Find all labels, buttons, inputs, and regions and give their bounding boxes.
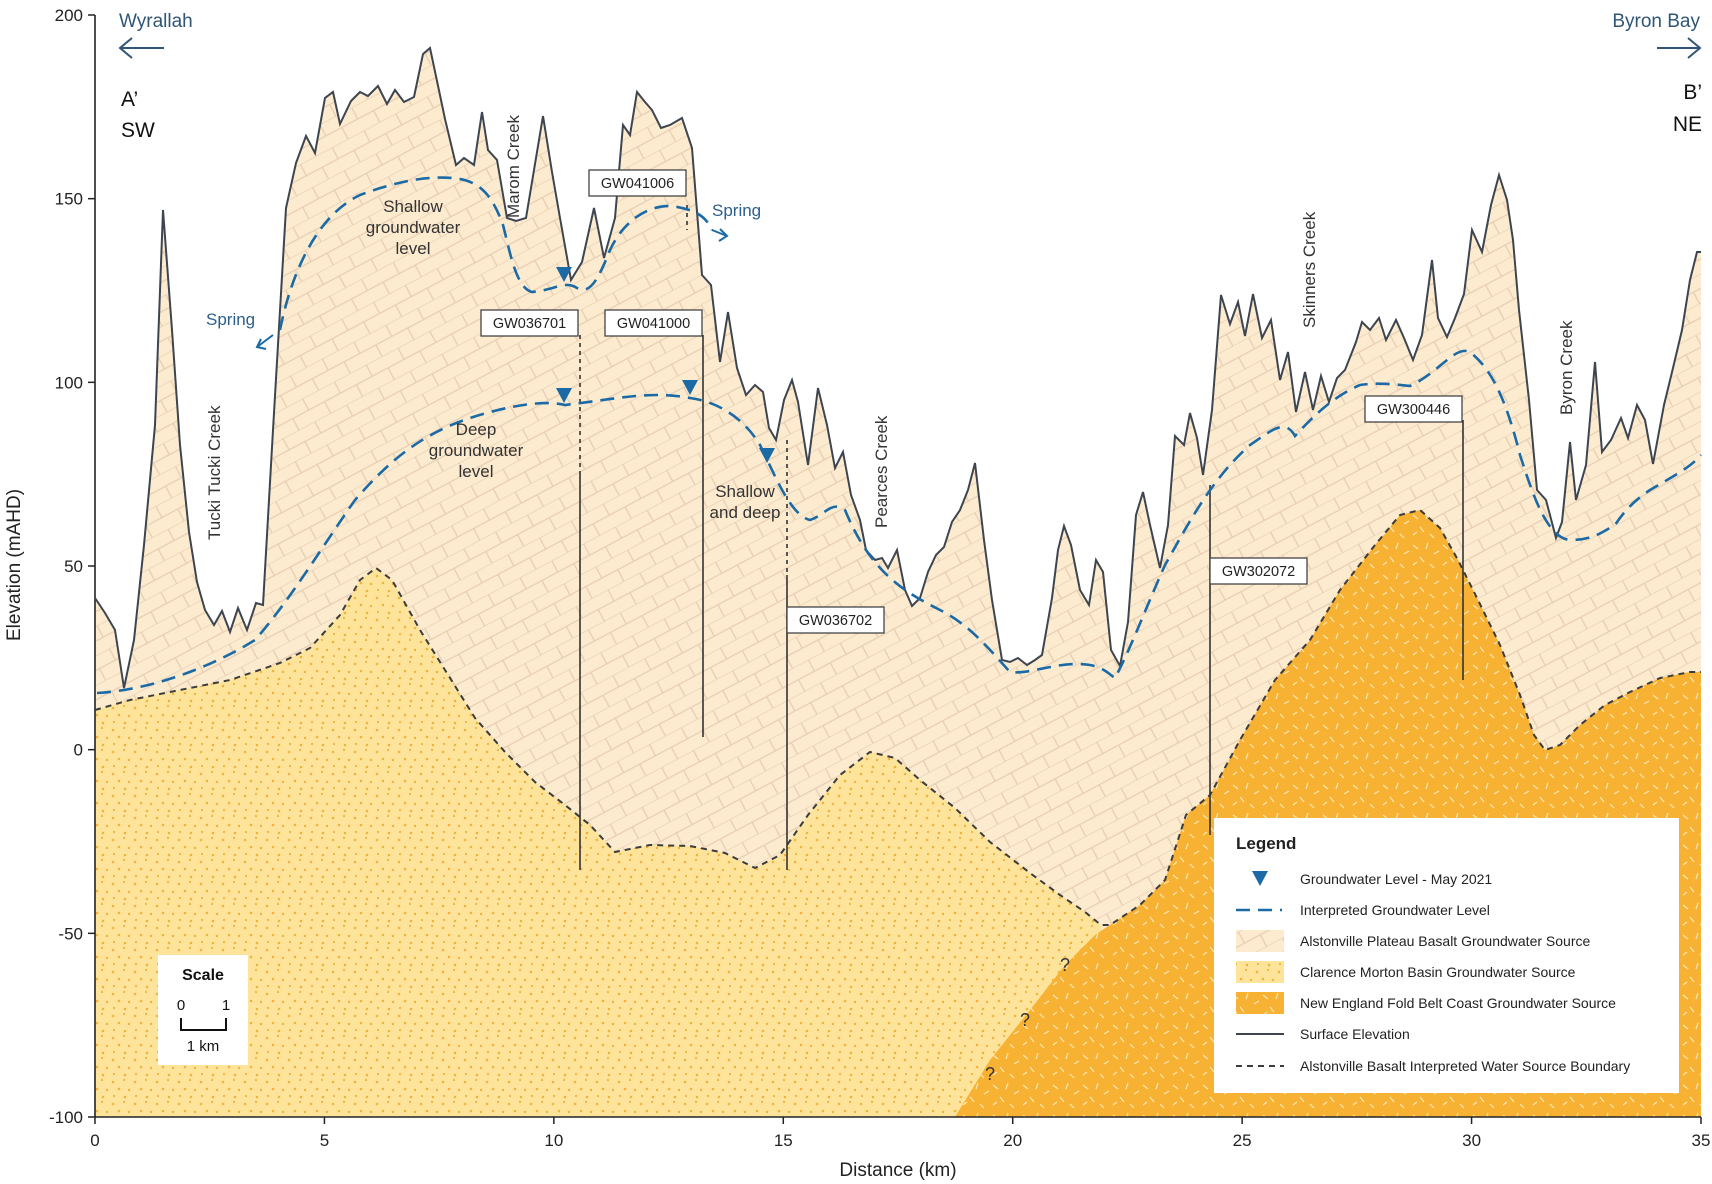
x-tick-label: 25 — [1233, 1131, 1252, 1150]
shallow-groundwater-level-line — [278, 176, 714, 331]
legend-item: Alstonville Basalt Interpreted Water Sou… — [1300, 1058, 1630, 1074]
gw-marker — [556, 267, 572, 282]
spring-arrow-left-icon — [256, 334, 274, 348]
right-direction-label: Byron Bay — [1612, 11, 1700, 32]
uncertain-mark: ? — [985, 1064, 995, 1084]
scale-title: Scale — [182, 967, 224, 984]
uncertain-mark: ? — [1060, 955, 1070, 975]
deep-label-line2: groundwater — [429, 441, 524, 460]
well-label-text: GW036702 — [799, 613, 872, 629]
creek-label-tucki: Tucki Tucki Creek — [205, 405, 224, 540]
scale-one: 1 — [222, 997, 230, 1014]
arrowhead-right-icon — [1687, 37, 1702, 59]
legend-item: Surface Elevation — [1300, 1026, 1410, 1042]
shallow-label-line3: level — [396, 239, 431, 258]
legend-foldbelt-swatch — [1236, 992, 1284, 1014]
x-tick-label: 20 — [1003, 1131, 1022, 1150]
x-tick-group: 0 5 10 15 20 25 30 35 — [90, 1117, 1710, 1150]
legend-item: New England Fold Belt Coast Groundwater … — [1300, 995, 1616, 1011]
shallow-deep-label-line1: Shallow — [715, 482, 775, 501]
legend-basalt-swatch — [1236, 930, 1284, 952]
direction-arrows — [118, 37, 1702, 59]
right-section-code: B’ — [1683, 81, 1702, 104]
scale-bar: Scale 0 1 1 km — [158, 955, 248, 1065]
y-tick-label: 50 — [64, 557, 83, 576]
x-axis-title: Distance (km) — [839, 1160, 956, 1181]
well-label-gw036701: GW036701 — [480, 309, 579, 337]
well-label-gw302072: GW302072 — [1209, 557, 1308, 585]
surface-elevation-line — [94, 46, 1701, 689]
y-tick-label: 200 — [55, 6, 83, 25]
groundwater-markers — [556, 267, 775, 463]
spring-arrows — [255, 228, 729, 350]
left-direction-label: Wyrallah — [119, 11, 193, 32]
legend-item: Groundwater Level - May 2021 — [1300, 871, 1492, 887]
legend-item: Alstonville Plateau Basalt Groundwater S… — [1300, 933, 1590, 949]
y-axis-title: Elevation (mAHD) — [4, 489, 25, 641]
creek-label-byron: Byron Creek — [1557, 320, 1576, 415]
y-tick-group: 200 150 100 50 0 -50 -100 — [49, 6, 95, 1127]
shallow-deep-label-line2: and deep — [710, 503, 781, 522]
spring-arrow-right-icon — [711, 229, 728, 237]
y-tick-label: 0 — [74, 741, 83, 760]
x-tick-label: 15 — [774, 1131, 793, 1150]
well-label-gw041000: GW041000 — [604, 309, 703, 337]
well-lines — [579, 205, 1464, 870]
uncertain-mark: ? — [1020, 1010, 1030, 1030]
y-tick-label: -100 — [49, 1108, 83, 1127]
shallow-label-line2: groundwater — [366, 218, 461, 237]
well-label-gw036702: GW036702 — [786, 606, 885, 634]
y-tick-label: 150 — [55, 190, 83, 209]
spring-arrowhead-left-icon — [255, 338, 267, 350]
legend-groundwater-marker-icon — [1252, 871, 1268, 886]
spring-label-right: Spring — [712, 201, 761, 220]
well-label-text: GW036701 — [493, 316, 566, 332]
scale-unit: 1 km — [187, 1038, 220, 1055]
right-orientation: NE — [1673, 113, 1702, 136]
clarence-morton-layer — [95, 568, 1101, 1117]
creek-label-pearces: Pearces Creek — [872, 415, 891, 528]
x-tick-label: 30 — [1462, 1131, 1481, 1150]
arrowhead-left-icon — [118, 37, 133, 59]
deep-label-line1: Deep — [456, 420, 497, 439]
well-label-text: GW041006 — [601, 176, 674, 192]
well-label-text: GW300446 — [1377, 402, 1450, 418]
well-label-text: GW302072 — [1222, 564, 1295, 580]
legend-title: Legend — [1236, 834, 1296, 853]
gw-marker — [682, 380, 698, 395]
well-label-gw041006: GW041006 — [588, 169, 687, 197]
basalt-boundary-line — [94, 508, 1701, 926]
y-tick-label: 100 — [55, 373, 83, 392]
x-tick-label: 10 — [544, 1131, 563, 1150]
spring-arrowhead-right-icon — [718, 228, 729, 242]
legend: Legend Groundwater Level - May 2021 Inte… — [1214, 818, 1679, 1093]
scale-zero: 0 — [177, 997, 185, 1014]
y-tick-label: -50 — [58, 924, 83, 943]
gw-marker — [556, 388, 572, 403]
gw-marker — [759, 448, 775, 463]
legend-item: Interpreted Groundwater Level — [1300, 902, 1490, 918]
spring-label-left: Spring — [206, 310, 255, 329]
shallow-label-line1: Shallow — [383, 197, 443, 216]
creek-label-skinners: Skinners Creek — [1300, 211, 1319, 328]
deep-label-line3: level — [459, 462, 494, 481]
well-label-gw300446: GW300446 — [1364, 395, 1463, 423]
well-label-text: GW041000 — [617, 316, 690, 332]
x-tick-label: 0 — [90, 1131, 99, 1150]
x-tick-label: 35 — [1692, 1131, 1711, 1150]
left-section-code: A’ — [121, 88, 138, 111]
x-tick-label: 5 — [320, 1131, 329, 1150]
deep-groundwater-level-line — [96, 349, 1702, 695]
left-orientation: SW — [121, 119, 155, 142]
legend-clarence-swatch — [1236, 961, 1284, 983]
creek-label-marom: Marom Creek — [504, 115, 523, 218]
legend-item: Clarence Morton Basin Groundwater Source — [1300, 964, 1576, 980]
scale-bar-line — [180, 1018, 227, 1031]
